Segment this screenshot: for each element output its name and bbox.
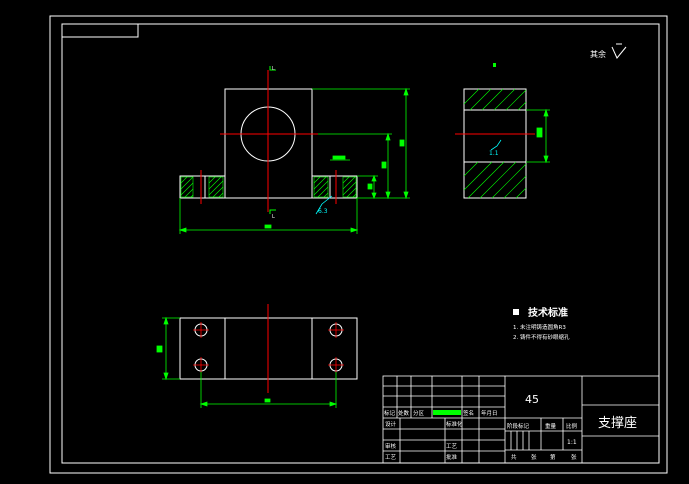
front-right-hatch	[313, 176, 357, 198]
tb-label-approve: 批准	[446, 453, 458, 461]
mounting-hole-bottom-right	[328, 357, 344, 373]
tb-sheet-index: 第	[550, 453, 556, 461]
tb-label-count: 处数	[398, 409, 410, 417]
roughness-symbol-icon	[611, 43, 627, 59]
tb-sheet-unit-1: 张	[531, 453, 537, 461]
technical-requirements: 技术标准 1. 未注明铸造圆角R3 2. 铸件不得有砂眼缩孔	[513, 306, 570, 341]
tb-label-process: 工艺	[446, 443, 458, 450]
section-label-top: L	[272, 66, 275, 72]
scale-value: 1:1	[567, 439, 577, 446]
surface-finish-front-value: 6.3	[318, 208, 328, 215]
roughness-note: 其余	[590, 43, 627, 59]
tb-label-review: 审核	[385, 442, 397, 450]
tb-label-weight: 重量	[545, 422, 557, 430]
tech-req-item-2: 2. 铸件不得有砂眼缩孔	[513, 333, 570, 341]
surface-finish-side-value: 1.1	[489, 150, 499, 157]
title-block	[382, 375, 660, 464]
tb-label-process-2: 工艺	[385, 454, 397, 461]
part-name: 支撑座	[598, 416, 637, 431]
sheet-outer-border	[49, 15, 668, 474]
top-view	[156, 304, 358, 408]
side-view: 1.1	[455, 63, 550, 199]
tb-label-design: 设计	[385, 420, 397, 428]
tb-label-date: 年月日	[481, 409, 498, 417]
tb-sheet-unit-2: 张	[571, 453, 577, 461]
side-center-marker	[493, 63, 496, 67]
side-lower-hatch	[463, 161, 527, 199]
dim-side-bore	[526, 108, 550, 164]
drawing-frame-border	[61, 23, 660, 464]
section-marker-icon	[269, 66, 276, 214]
surface-finish-side-icon	[490, 139, 502, 151]
material-value: 45	[525, 393, 539, 406]
mounting-hole-top-left	[193, 322, 209, 338]
dim-total-height	[312, 87, 410, 200]
tb-label-zone: 分区	[413, 409, 425, 417]
dim-overall-width	[178, 198, 359, 234]
tb-sheet-total: 共	[511, 453, 517, 461]
dim-base-height	[357, 174, 378, 200]
dim-top-depth	[156, 316, 180, 381]
section-label-bottom: L	[272, 214, 275, 220]
dim-top-hole-spacing	[199, 372, 338, 408]
side-upper-hatch	[463, 88, 527, 111]
tb-label-mark: 标记	[384, 409, 396, 417]
side-view-outline	[463, 88, 527, 199]
tech-req-item-1: 1. 未注明铸造圆角R3	[513, 323, 566, 331]
surface-finish-icon	[315, 195, 333, 215]
dim-center-height	[318, 132, 392, 200]
tb-label-sign: 签名	[463, 409, 474, 417]
roughness-note-label: 其余	[590, 49, 606, 59]
surface-finish-mark-front: 6.3	[315, 195, 333, 215]
tb-label-scale: 比例	[566, 422, 578, 430]
tech-req-bullet-icon	[513, 309, 519, 315]
front-left-hatch	[180, 176, 224, 198]
surface-finish-mark-side: 1.1	[489, 139, 502, 157]
tech-req-title: 技术标准	[528, 306, 568, 319]
mounting-hole-top-right	[328, 322, 344, 338]
tb-label-stage: 阶段标记	[507, 422, 530, 430]
title-block-highlight	[433, 410, 461, 415]
front-view: L L	[178, 66, 410, 234]
dim-hole-spacing	[330, 155, 350, 161]
mounting-hole-bottom-left	[193, 357, 209, 373]
tb-label-standard: 标准化	[446, 420, 463, 428]
drawing-number-box	[61, 23, 139, 38]
